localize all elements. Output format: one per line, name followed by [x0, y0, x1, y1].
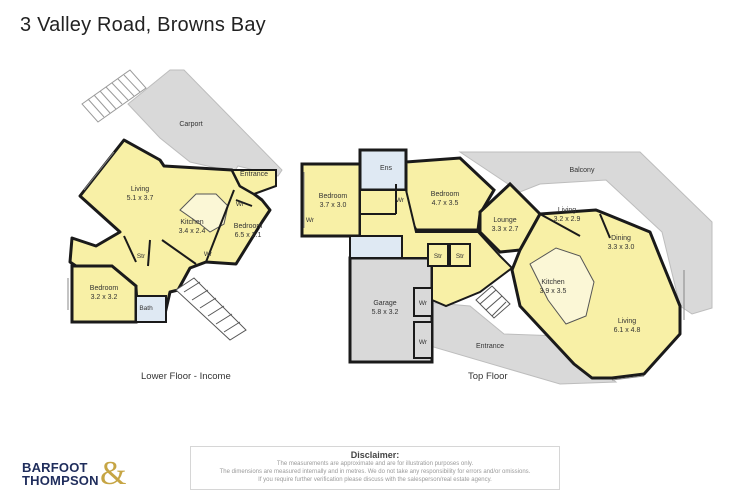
top-str-1 [427, 243, 449, 267]
top-ens-label: Ens [380, 165, 393, 172]
lower-living-dim: 5.1 x 3.7 [127, 195, 154, 202]
top-lounge-label: Lounge [493, 217, 516, 224]
top-floor-label: Top Floor [468, 371, 508, 382]
disclaimer-title: Disclaimer: [350, 450, 400, 460]
top-garage-dim: 5.8 x 3.2 [372, 309, 399, 316]
top-str-2 [449, 243, 471, 267]
top-wr1-label: Wr [306, 217, 315, 224]
top-living-dim: 6.1 x 4.8 [614, 327, 641, 334]
top-balcony-label: Balcony [570, 167, 595, 174]
lower-bath-area [135, 295, 167, 323]
kitchen-island [179, 193, 229, 233]
lower-wr1-label: Wr [236, 201, 245, 208]
lower-wr2-label: Wr [204, 251, 213, 258]
lower-living-label: Living [131, 186, 149, 193]
disclaimer-line-1: The measurements are approximate and are… [276, 461, 474, 467]
exterior-stairs [81, 69, 147, 123]
top-bedroom1-dim: 3.7 x 3.0 [320, 202, 347, 209]
top-kitchen-bench [529, 247, 595, 325]
lower-entrance-area [230, 169, 277, 196]
top-floor-plan [300, 148, 713, 385]
page-title: 3 Valley Road, Browns Bay [20, 14, 266, 36]
logo-line-2: THOMPSON [22, 473, 99, 488]
top-kitchen-label: Kitchen [541, 279, 564, 286]
top-wr2-label: Wr [396, 197, 405, 204]
top-living-small-dim: 3.2 x 2.9 [554, 216, 581, 223]
top-kitchen-dim: 3.9 x 3.5 [540, 288, 567, 295]
top-wr4-label: Wr [419, 339, 428, 346]
lower-bedroom2-dim: 3.2 x 3.2 [91, 294, 118, 301]
lower-floor-plan [67, 69, 283, 341]
top-str1-label: Str [434, 253, 443, 260]
top-dining-label: Dining [611, 235, 631, 242]
lower-bedroom-dim: 6.5 x 2.1 [235, 232, 262, 239]
top-str2-label: Str [456, 253, 465, 260]
top-dining-dim: 3.3 x 3.0 [608, 244, 635, 251]
top-entrance-label: Entrance [476, 343, 504, 350]
disclaimer-line-3: If you require further verification plea… [258, 477, 492, 483]
top-bath-area [349, 235, 403, 259]
lower-entrance-label: Entrance [240, 171, 268, 178]
top-garage-label: Garage [373, 300, 396, 307]
top-interior-stairs [475, 285, 511, 319]
garage-wardrobe-1 [413, 287, 433, 317]
logo-line-1: BARFOOT [22, 460, 88, 475]
barfoot-thompson-logo: BARFOOT THOMPSON & [22, 457, 126, 491]
top-interior-walls [360, 184, 611, 253]
lower-kitchen-label: Kitchen [180, 219, 203, 226]
lower-carport-label: Carport [179, 121, 202, 128]
lower-str-label: Str [137, 253, 146, 260]
lower-bath-label: Bath [139, 305, 153, 312]
lower-floor-label: Lower Floor - Income [141, 371, 231, 382]
lower-bedroom-label: Bedroom [234, 223, 263, 230]
top-windows [303, 172, 685, 381]
disclaimer-box: Disclaimer: The measurements are approxi… [190, 446, 560, 490]
lower-interior-walls [123, 189, 253, 267]
top-bedroom-left-area [300, 162, 362, 238]
disclaimer-line-2: The dimensions are measured internally a… [219, 469, 531, 475]
lower-kitchen-dim: 3.4 x 2.4 [179, 228, 206, 235]
top-bedroom1-label: Bedroom [319, 193, 348, 200]
top-wr3-label: Wr [419, 300, 428, 307]
lower-bedroom2-label: Bedroom [90, 285, 119, 292]
logo-ampersand: & [100, 455, 127, 492]
top-living-label: Living [618, 318, 636, 325]
garage-wardrobe-2 [413, 321, 433, 359]
lower-windows [67, 151, 115, 310]
top-living-small-label: Living [558, 207, 576, 214]
top-bedroom2-label: Bedroom [431, 191, 460, 198]
lower-interior-stairs [175, 277, 247, 341]
top-lounge-dim: 3.3 x 2.7 [492, 226, 519, 233]
top-bedroom2-dim: 4.7 x 3.5 [432, 200, 459, 207]
